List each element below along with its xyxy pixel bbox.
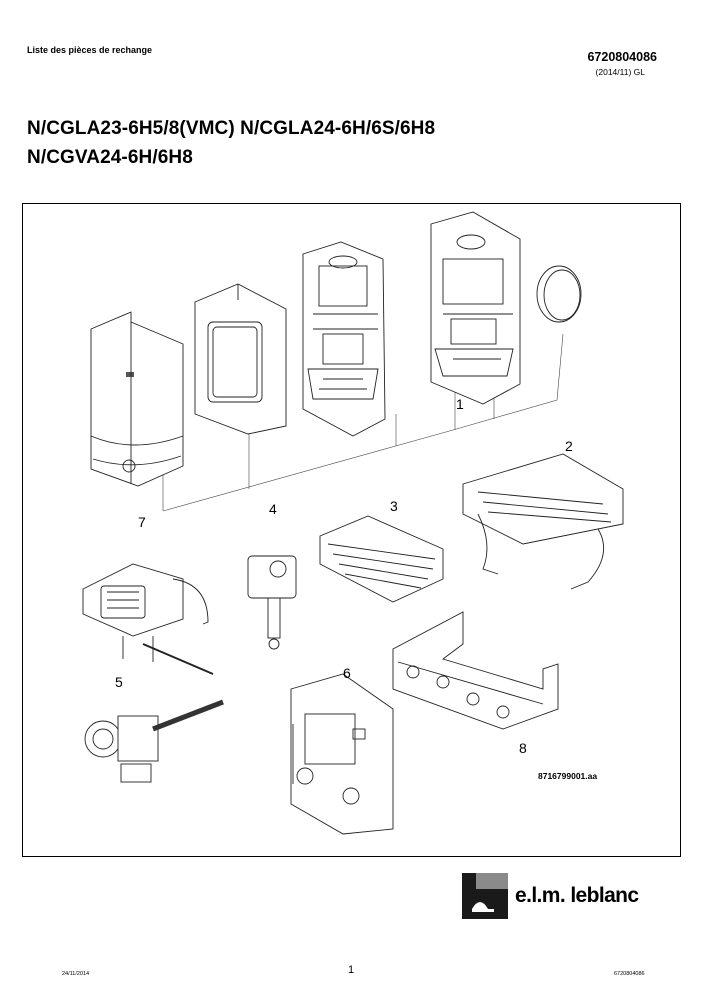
chassis-assembly-a	[302, 241, 386, 437]
model-title-line-1: N/CGLA23-6H5/8(VMC) N/CGLA24-6H/6S/6H8	[27, 118, 436, 139]
gas-valve-part	[247, 555, 297, 650]
front-panel-part	[194, 283, 287, 435]
brand-name: e.l.m. leblanc	[515, 884, 639, 907]
callout-2: 2	[565, 438, 573, 454]
page-number: 1	[348, 964, 355, 976]
hydraulic-block-part	[392, 611, 559, 730]
exploded-view-frame: 1 2 3 4 5 6 7 8 8716799001.aa	[22, 203, 681, 857]
elm-leblanc-logo-icon	[462, 873, 508, 919]
burner-part	[319, 515, 444, 603]
exploded-parts-diagram	[82, 211, 624, 835]
leader-lines	[162, 333, 564, 512]
callout-5: 5	[115, 674, 123, 690]
callout-3: 3	[390, 498, 398, 514]
callout-6: 6	[343, 665, 351, 681]
callout-4: 4	[269, 501, 277, 517]
pump-part	[84, 699, 224, 783]
front-casing-part	[90, 311, 184, 487]
model-title-line-2: N/CGVA24-6H/6H8	[27, 147, 193, 168]
diagram-reference-code: 8716799001.aa	[538, 771, 598, 781]
expansion-vessel-part	[536, 265, 582, 323]
callout-7: 7	[138, 514, 146, 530]
document-edition: (2014/11) GL	[595, 67, 645, 77]
footer-document-number: 6720804086	[614, 971, 645, 977]
callout-8: 8	[519, 740, 527, 756]
footer-date: 24/11/2014	[62, 971, 90, 977]
chassis-assembly-b	[430, 211, 521, 405]
callout-1: 1	[456, 396, 464, 412]
fan-assembly-part	[82, 563, 214, 675]
document-number: 6720804086	[587, 50, 657, 64]
document-type: Liste des pièces de rechange	[27, 45, 153, 55]
heat-exchanger-part	[462, 453, 624, 590]
control-unit-part	[290, 673, 394, 835]
